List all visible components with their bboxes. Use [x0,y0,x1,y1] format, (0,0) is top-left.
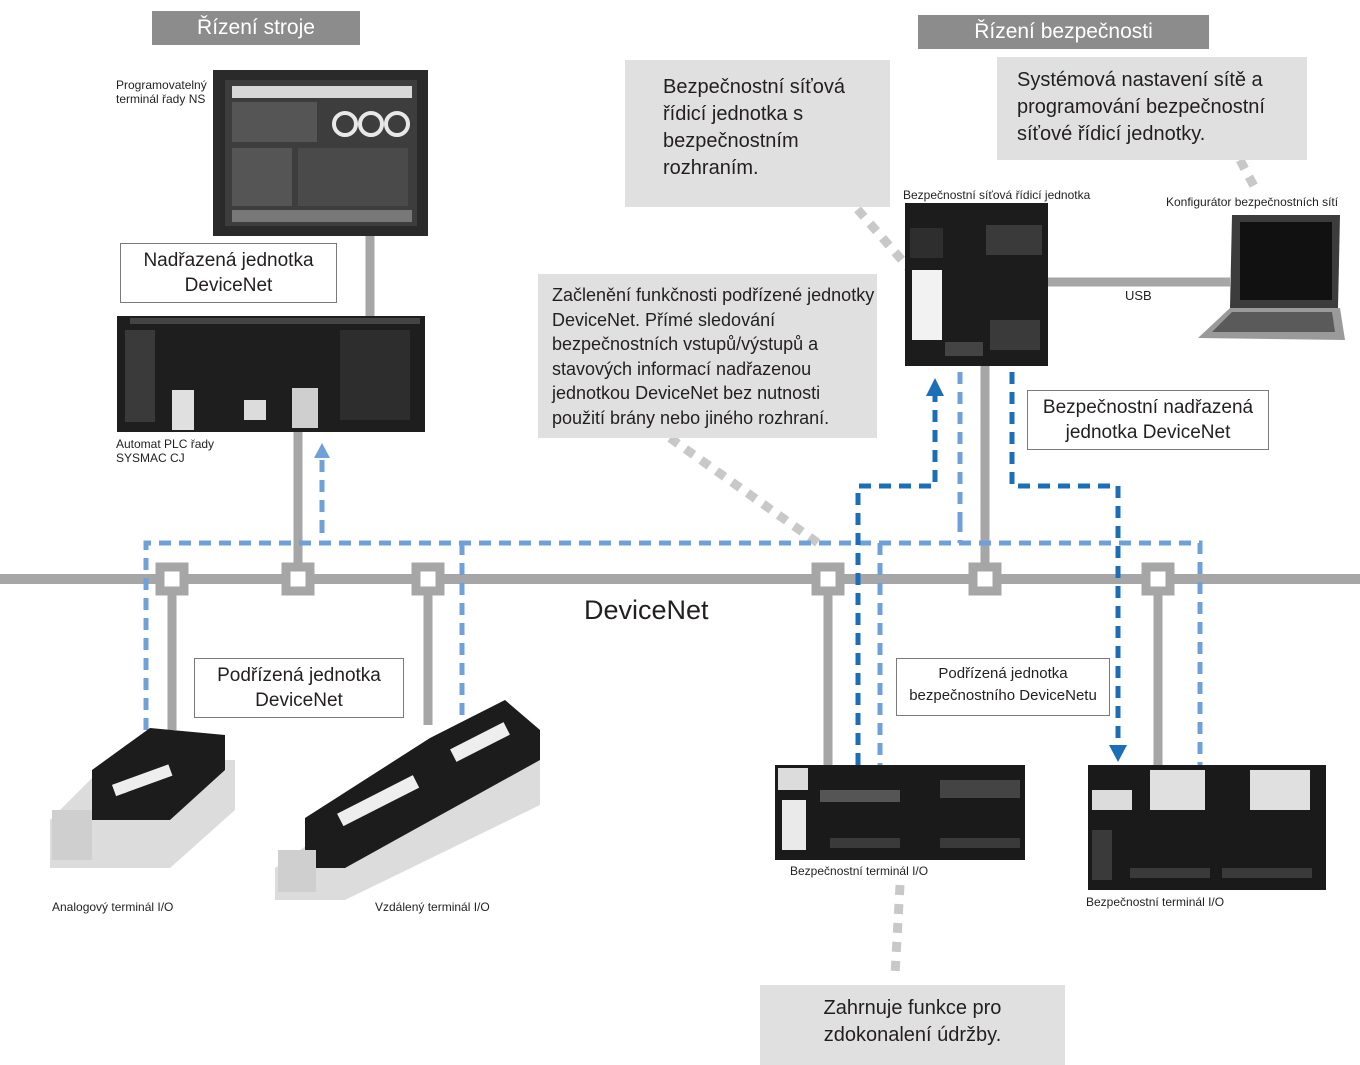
safety-controller-image [905,203,1048,366]
callout-maintenance: Zahrnuje funkce pro zdokonalení údržby. [760,985,1065,1065]
label-configurator: Konfigurátor bezpečnostních sítí [1166,195,1339,209]
bus-nodes [155,562,1175,596]
arrow-up-icon [926,378,944,396]
label-analog-io: Analogový terminál I/O [52,900,174,914]
label-safety-controller: Bezpečnostní síťová řídicí jednotka [903,188,1091,202]
label-usb: USB [1125,288,1152,303]
devicenet-bus [0,574,1360,584]
box-slave: Podřízená jednotka DeviceNet [194,658,404,718]
box-safety-slave: Podřízená jednotka bezpečnostního Device… [896,658,1110,716]
arrow-down-icon [1109,745,1127,762]
safety-io-2-image [1088,765,1326,890]
label-ns-terminal: Programovatelný terminál řady NS [116,78,207,106]
header-safety-control: Řízení bezpečnosti [918,15,1209,49]
box-master: Nadřazená jednotka DeviceNet [120,243,337,303]
label-devicenet: DeviceNet [584,595,709,625]
laptop-image [1198,215,1345,340]
analog-io-image [50,728,235,868]
safety-connections [855,372,1121,765]
callout-safety-controller: Bezpečnostní síťová řídicí jednotka s be… [625,60,890,207]
label-remote-io: Vzdálený terminál I/O [375,900,490,914]
label-plc: Automat PLC řady SYSMAC CJ [116,437,215,465]
callout-pointers [667,157,1259,976]
callout-system-settings: Systémová nastavení sítě a programování … [997,57,1307,160]
callout-integration: Začlenění funkčnosti podřízené jednotky … [538,274,877,438]
label-safety-io-2: Bezpečnostní terminál I/O [1086,895,1225,909]
arrow-up-icon [314,443,330,458]
safety-io-1-image [775,765,1025,860]
remote-io-image [275,700,540,900]
logical-connections [143,372,1203,765]
box-safety-master: Bezpečnostní nadřazená jednotka DeviceNe… [1027,390,1269,450]
plc-image [117,316,425,432]
label-safety-io-1: Bezpečnostní terminál I/O [790,864,929,878]
header-machine-control: Řízení stroje [152,11,360,45]
device-drops [167,236,1230,765]
ns-terminal-image [213,70,428,236]
